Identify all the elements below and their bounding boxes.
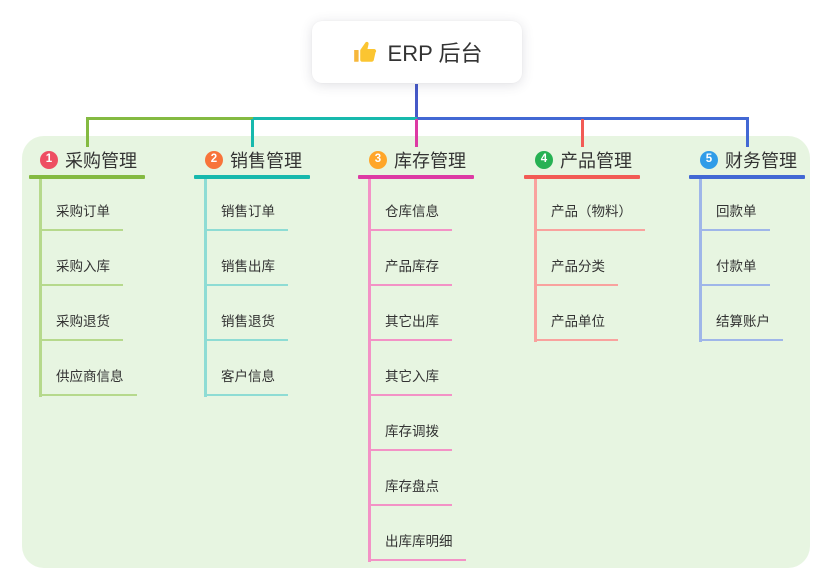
branch-number-badge: 1 — [40, 151, 58, 169]
child-node[interactable]: 产品单位 — [534, 312, 618, 341]
connector-root-line — [415, 84, 418, 120]
child-node[interactable]: 仓库信息 — [368, 202, 452, 231]
child-node[interactable]: 其它出库 — [368, 312, 452, 341]
branch-number-badge: 4 — [535, 151, 553, 169]
child-node[interactable]: 其它入库 — [368, 367, 452, 396]
child-node[interactable]: 采购退货 — [39, 312, 123, 341]
child-node[interactable]: 销售出库 — [204, 257, 288, 286]
child-node[interactable]: 产品分类 — [534, 257, 618, 286]
connector-drop-product — [581, 119, 584, 147]
branch-title[interactable]: 2 销售管理 — [194, 145, 344, 175]
branch-label: 销售管理 — [230, 151, 302, 171]
branch-title[interactable]: 5 财务管理 — [689, 145, 839, 175]
branch-label: 产品管理 — [560, 151, 632, 171]
branch-finance: 5 财务管理 回款单 付款单 结算账户 — [689, 145, 839, 342]
branch-number-badge: 2 — [205, 151, 223, 169]
branch-underline — [29, 175, 145, 179]
branch-trunk-line — [204, 179, 207, 397]
branch-underline — [524, 175, 640, 179]
connector-bus-right-blue — [417, 117, 749, 120]
root-label: ERP 后台 — [387, 41, 483, 66]
branch-trunk-line — [699, 179, 702, 342]
child-node[interactable]: 采购入库 — [39, 257, 123, 286]
child-node[interactable]: 库存盘点 — [368, 477, 452, 506]
branch-sales: 2 销售管理 销售订单 销售出库 销售退货 客户信息 — [194, 145, 344, 397]
branch-inventory: 3 库存管理 仓库信息 产品库存 其它出库 其它入库 库存调拨 库存盘点 出库库… — [358, 145, 508, 562]
child-node[interactable]: 结算账户 — [699, 312, 783, 341]
branch-trunk-line — [534, 179, 537, 342]
branch-product: 4 产品管理 产品（物料） 产品分类 产品单位 — [524, 145, 674, 342]
connector-drop-finance — [746, 119, 749, 147]
thumbs-up-icon — [352, 39, 378, 65]
child-node[interactable]: 产品库存 — [368, 257, 452, 286]
branch-label: 库存管理 — [394, 151, 466, 171]
branch-trunk-line — [368, 179, 371, 562]
branch-title[interactable]: 4 产品管理 — [524, 145, 674, 175]
child-node[interactable]: 产品（物料） — [534, 202, 645, 231]
child-node[interactable]: 出库库明细 — [368, 532, 466, 561]
connector-drop-purchase — [86, 119, 89, 147]
branch-label: 财务管理 — [725, 151, 797, 171]
branch-trunk-line — [39, 179, 42, 397]
connector-drop-sales — [251, 119, 254, 147]
branch-title[interactable]: 1 采购管理 — [29, 145, 179, 175]
connector-bus-left-green — [86, 117, 253, 120]
branch-underline — [358, 175, 474, 179]
branch-title[interactable]: 3 库存管理 — [358, 145, 508, 175]
branch-label: 采购管理 — [65, 151, 137, 171]
child-node[interactable]: 库存调拨 — [368, 422, 452, 451]
child-node[interactable]: 付款单 — [699, 257, 770, 286]
connector-drop-inventory — [415, 119, 418, 147]
child-node[interactable]: 客户信息 — [204, 367, 288, 396]
mindmap-panel — [22, 136, 810, 568]
child-node[interactable]: 销售订单 — [204, 202, 288, 231]
connector-bus-mid-teal — [253, 117, 417, 120]
child-node[interactable]: 回款单 — [699, 202, 770, 231]
child-node[interactable]: 供应商信息 — [39, 367, 137, 396]
child-node[interactable]: 采购订单 — [39, 202, 123, 231]
branch-underline — [689, 175, 805, 179]
branch-purchase: 1 采购管理 采购订单 采购入库 采购退货 供应商信息 — [29, 145, 179, 397]
root-node[interactable]: ERP 后台 — [312, 21, 522, 83]
child-node[interactable]: 销售退货 — [204, 312, 288, 341]
branch-number-badge: 5 — [700, 151, 718, 169]
branch-underline — [194, 175, 310, 179]
branch-number-badge: 3 — [369, 151, 387, 169]
